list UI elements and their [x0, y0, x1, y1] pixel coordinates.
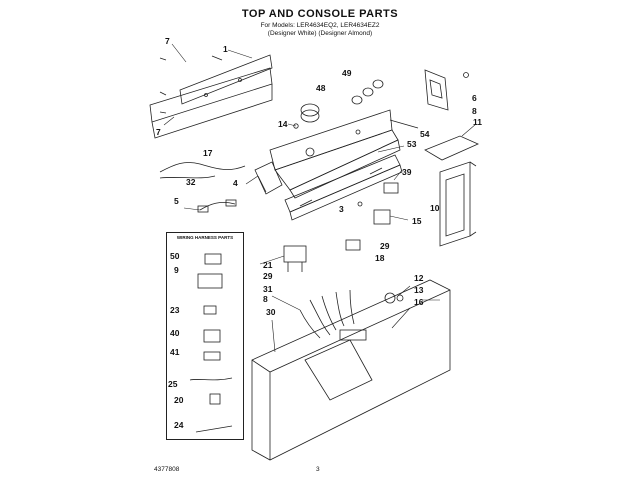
- callout-41: 41: [170, 347, 180, 357]
- callout-8-left: 8: [263, 294, 268, 304]
- callout-6: 6: [472, 93, 477, 103]
- console-control-panel: [269, 109, 419, 199]
- callout-1: 1: [223, 44, 228, 54]
- sensor-part: [345, 239, 361, 251]
- main-top: [251, 279, 451, 461]
- callout-29-left: 29: [263, 271, 273, 281]
- rear-panel: [149, 54, 273, 139]
- wiring-harness-icons: [189, 253, 233, 433]
- callout-9: 9: [174, 265, 179, 275]
- footer-part-number: 4377808: [154, 466, 180, 473]
- callout-39: 39: [402, 167, 412, 177]
- callout-48: 48: [316, 83, 326, 93]
- callout-8: 8: [472, 106, 477, 116]
- callout-23: 23: [170, 305, 180, 315]
- touch-pad: [424, 135, 479, 247]
- callout-3: 3: [339, 204, 344, 214]
- callout-49: 49: [342, 68, 352, 78]
- left-end-cap: [254, 161, 283, 195]
- callout-12: 12: [414, 273, 424, 283]
- callout-7-lower: 7: [156, 127, 161, 137]
- console-bracket: [284, 154, 403, 221]
- right-end-bracket: [424, 69, 469, 111]
- callout-21: 21: [263, 260, 273, 270]
- callout-24: 24: [174, 420, 184, 430]
- models-line: For Models: LER4634EQ2, LER4634EZ2: [260, 22, 380, 29]
- page-title: TOP AND CONSOLE PARTS: [241, 8, 399, 20]
- colors-line: (Designer White) (Designer Almond): [267, 30, 373, 37]
- harness-bundle: [299, 289, 355, 339]
- callout-7: 7: [165, 36, 170, 46]
- footer-page-number: 3: [316, 466, 320, 473]
- callout-50: 50: [170, 251, 180, 261]
- wiring-harness-box: WIRING HARNESS PARTS: [166, 232, 244, 440]
- callout-40: 40: [170, 328, 180, 338]
- callout-5: 5: [174, 196, 179, 206]
- knobs: [293, 79, 384, 129]
- callout-54: 54: [420, 129, 430, 139]
- callout-17: 17: [203, 148, 213, 158]
- callout-20: 20: [174, 395, 184, 405]
- callout-13: 13: [414, 285, 424, 295]
- callout-29: 29: [380, 241, 390, 251]
- callout-4: 4: [233, 178, 238, 188]
- switches: [357, 182, 399, 225]
- callout-15: 15: [412, 216, 422, 226]
- callout-14: 14: [278, 119, 288, 129]
- callout-53: 53: [407, 139, 417, 149]
- callout-10: 10: [430, 203, 440, 213]
- loose-harnesses: [159, 162, 246, 213]
- leader-lines: [163, 43, 477, 353]
- callout-16: 16: [414, 297, 424, 307]
- callout-18: 18: [375, 253, 385, 263]
- callout-11: 11: [473, 117, 482, 127]
- callout-25: 25: [168, 379, 178, 389]
- callout-32: 32: [186, 177, 196, 187]
- callout-31: 31: [263, 284, 273, 294]
- timer: [283, 245, 307, 272]
- callout-30: 30: [266, 307, 276, 317]
- wiring-harness-title: WIRING HARNESS PARTS: [176, 235, 234, 240]
